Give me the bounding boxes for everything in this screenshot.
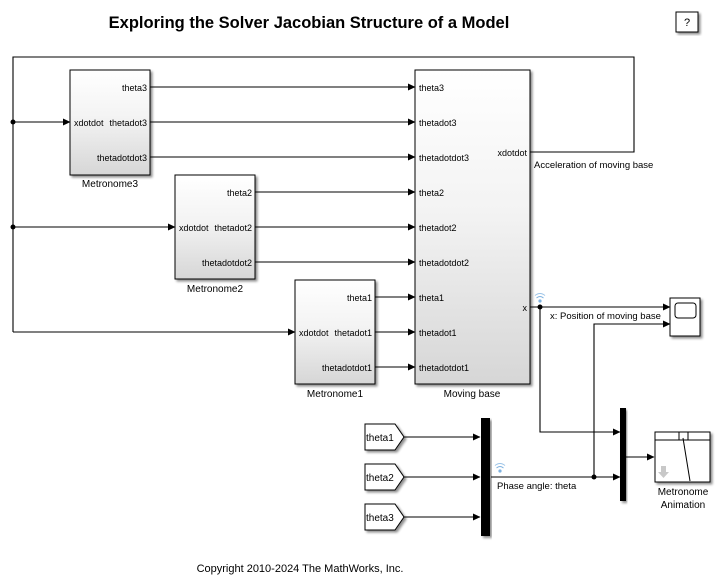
page-title: Exploring the Solver Jacobian Structure … <box>109 14 510 32</box>
from-block-theta2[interactable]: theta2 <box>364 463 405 491</box>
mux-block-2[interactable] <box>620 408 626 501</box>
metronome-animation-block[interactable]: Metronome Animation <box>654 431 711 511</box>
port-label: thetadotdot2 <box>202 258 252 268</box>
block-name: Animation <box>661 500 705 511</box>
port-label: x <box>523 303 528 313</box>
port-label: thetadot3 <box>419 118 457 128</box>
copyright-text: Copyright 2010-2024 The MathWorks, Inc. <box>197 563 404 575</box>
down-arrow-icon <box>658 466 669 478</box>
help-button[interactable]: ? <box>675 11 699 33</box>
help-button-label[interactable]: ? <box>684 17 690 29</box>
block-name: Metronome3 <box>82 179 139 190</box>
port-label: theta3 <box>122 83 147 93</box>
port-label: thetadot1 <box>419 328 457 338</box>
metronome1-body[interactable] <box>294 279 376 385</box>
port-label: thetadot2 <box>419 223 457 233</box>
port-label: theta1 <box>347 293 372 303</box>
metronome1-block[interactable]: theta1 xdotdot thetadot1 thetadotdot1 Me… <box>294 279 376 400</box>
help-button-frame[interactable] <box>675 11 699 33</box>
wire-theta-to-scope[interactable] <box>593 320 671 477</box>
signal-logging-icon[interactable] <box>534 293 546 303</box>
port-label: theta2 <box>419 188 444 198</box>
scope-block[interactable] <box>669 297 701 337</box>
metronome3-body[interactable] <box>69 69 151 176</box>
signal-label-acceleration[interactable]: Acceleration of moving base <box>534 160 653 171</box>
wire-x-to-mux[interactable] <box>539 307 621 436</box>
port-label: xdotdot <box>179 223 209 233</box>
port-label: thetadotdot3 <box>419 153 469 163</box>
port-label: thetadot1 <box>334 328 372 338</box>
mux-block[interactable] <box>481 418 490 536</box>
from-tag-label: theta2 <box>366 473 394 484</box>
pendulum-icon <box>682 437 691 482</box>
moving-base-body[interactable] <box>414 69 531 385</box>
port-label: xdotdot <box>74 118 104 128</box>
block-name: Metronome1 <box>307 389 364 400</box>
from-block-theta3[interactable]: theta3 <box>364 503 405 531</box>
port-label: thetadotdot1 <box>419 363 469 373</box>
moving-base-block[interactable]: theta3 thetadot3 thetadotdot3 theta2 the… <box>414 69 531 400</box>
port-label: thetadot2 <box>214 223 252 233</box>
port-label: thetadotdot2 <box>419 258 469 268</box>
metronome3-block[interactable]: theta3 xdotdot thetadot3 thetadotdot3 Me… <box>69 69 151 190</box>
port-label: thetadotdot1 <box>322 363 372 373</box>
signal-label-phase[interactable]: Phase angle: theta <box>497 481 577 492</box>
wire-acceleration-feedback[interactable] <box>12 56 635 332</box>
signal-label-position[interactable]: x: Position of moving base <box>550 311 661 322</box>
port-label: theta3 <box>419 83 444 93</box>
metronome2-body[interactable] <box>174 174 256 280</box>
block-name: Metronome <box>658 487 709 498</box>
port-label: xdotdot <box>299 328 329 338</box>
port-label: thetadot3 <box>109 118 147 128</box>
port-label: xdotdot <box>497 148 527 158</box>
signal-logging-icon[interactable] <box>494 463 506 473</box>
branch-point <box>591 474 597 480</box>
from-tag-label: theta3 <box>366 513 394 524</box>
block-name: Metronome2 <box>187 284 244 295</box>
block-name: Moving base <box>444 389 501 400</box>
port-label: theta2 <box>227 188 252 198</box>
port-label: thetadotdot3 <box>97 153 147 163</box>
metronome2-block[interactable]: theta2 xdotdot thetadot2 thetadotdot2 Me… <box>174 174 256 295</box>
port-label: theta1 <box>419 293 444 303</box>
scope-icon <box>674 302 697 319</box>
from-tag-label: theta1 <box>366 433 394 444</box>
from-block-theta1[interactable]: theta1 <box>364 423 405 451</box>
